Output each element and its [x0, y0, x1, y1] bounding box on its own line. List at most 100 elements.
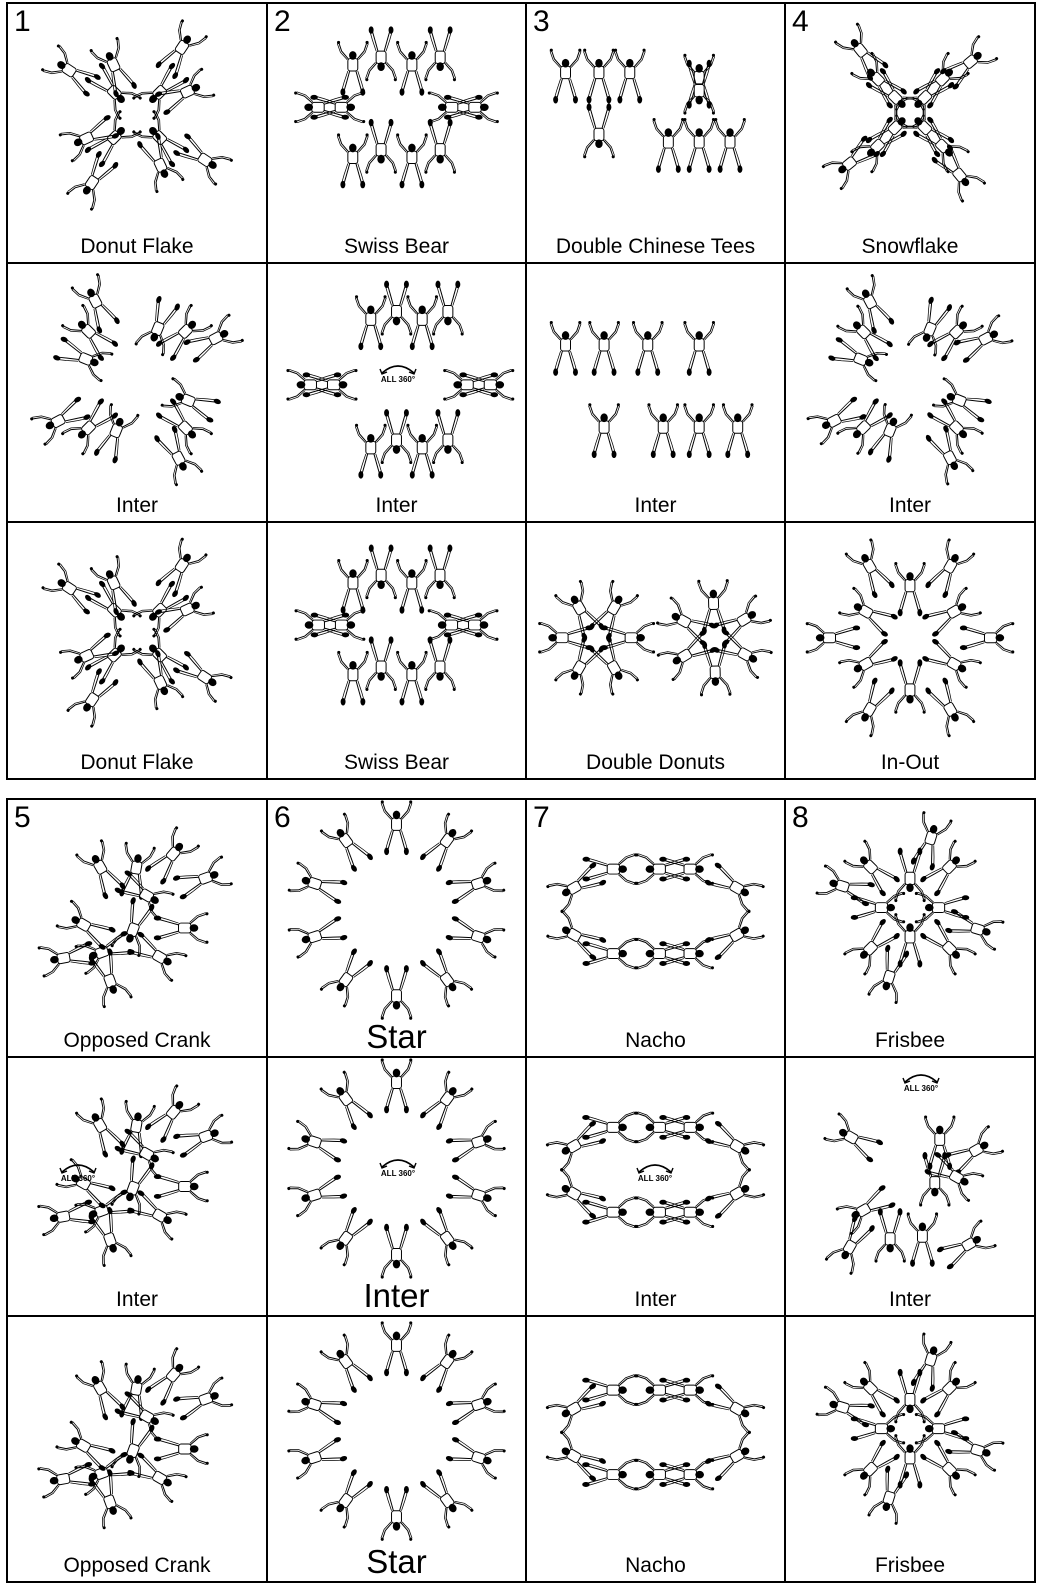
skydiver-icon: [319, 1333, 377, 1396]
rotation-marker: ALL 360°: [901, 1068, 941, 1094]
skydiver-icon: [934, 1219, 997, 1273]
skydiver-icon: [614, 49, 646, 104]
skydiver-icon: [432, 281, 464, 336]
skydiver-icon: [546, 859, 609, 914]
skydiver-icon: [74, 927, 136, 975]
skydiver-icon: [924, 1116, 955, 1170]
formation-caption: In-Out: [786, 750, 1034, 776]
skydiver-icon: [647, 403, 679, 458]
skydiver-icon: [381, 1058, 413, 1113]
rotation-label: ALL 360°: [58, 1174, 98, 1184]
skydiver-icon: [110, 895, 158, 957]
skydiver-icon: [66, 148, 123, 211]
skydiver-icon: [355, 424, 387, 479]
formation-cell: Inter: [527, 264, 786, 523]
skydiver-icon: [702, 1430, 765, 1485]
skydiver-icon: [921, 538, 975, 601]
formation-diagram: [268, 264, 525, 521]
skydiver-icon: [894, 562, 925, 616]
curved-arrow-icon: [378, 1153, 418, 1169]
skydiver-icon: [843, 915, 904, 976]
skydiver-icon: [588, 403, 620, 458]
formation-number: 7: [533, 800, 550, 836]
formation-caption: Opposed Crank: [8, 1553, 266, 1579]
skydiver-icon: [134, 294, 184, 357]
skydiver-icon: [355, 295, 387, 350]
formation-diagram: [527, 800, 784, 1056]
skydiver-icon: [937, 35, 999, 94]
skydiver-icon: [683, 403, 715, 458]
skydiver-icon: [806, 622, 860, 653]
formation-caption: Inter: [527, 1287, 784, 1313]
curved-arrow-icon: [58, 1158, 98, 1174]
skydiver-icon: [702, 1380, 765, 1435]
formation-grid-top: 1Donut Flake: [6, 2, 1036, 780]
skydiver-icon: [319, 1204, 377, 1267]
formation-cell: 2Swiss Bear: [268, 4, 527, 264]
formation-diagram: [268, 523, 525, 778]
formation-number: 2: [274, 4, 291, 40]
skydiver-icon: [843, 1436, 904, 1497]
skydiver-icon: [917, 1360, 978, 1421]
formation-cell: 5Opposed Crank: [8, 800, 268, 1058]
formation-caption: Star: [268, 1543, 525, 1581]
formation-number: 5: [14, 800, 31, 836]
skydiver-icon: [683, 321, 715, 376]
formation-diagram: [8, 1058, 266, 1315]
skydiver-icon: [141, 1084, 200, 1146]
skydiver-icon: [546, 909, 609, 964]
skydiver-icon: [894, 913, 925, 967]
skydiver-icon: [337, 651, 368, 706]
formation-caption: Inter: [527, 493, 784, 519]
skydiver-icon: [381, 409, 413, 464]
skydiver-icon: [833, 22, 892, 84]
formation-diagram: [8, 800, 266, 1056]
formation-diagram: [8, 523, 266, 778]
skydiver-icon: [894, 1434, 925, 1488]
skydiver-icon: [181, 313, 244, 367]
skydiver-icon: [319, 812, 377, 875]
skydiver-icon: [444, 912, 506, 959]
skydiver-icon: [894, 848, 925, 902]
skydiver-icon: [545, 1117, 608, 1172]
formation-caption: Snowflake: [786, 234, 1034, 260]
formation-diagram: [8, 264, 266, 521]
skydiver-icon: [824, 1213, 878, 1276]
skydiver-icon: [722, 403, 754, 458]
formation-caption: Frisbee: [786, 1553, 1034, 1579]
formation-caption: Opposed Crank: [8, 1028, 266, 1054]
formation-cell: ALL 360° Inter: [8, 1058, 268, 1317]
formation-diagram: [786, 800, 1034, 1056]
skydiver-icon: [51, 333, 114, 383]
formation-cell: In-Out: [786, 523, 1034, 778]
skydiver-icon: [702, 859, 765, 914]
skydiver-icon: [74, 1185, 136, 1233]
skydiver-icon: [545, 1168, 608, 1223]
formation-diagram: [527, 4, 784, 262]
skydiver-icon: [835, 1181, 898, 1235]
skydiver-icon: [141, 1347, 200, 1409]
skydiver-icon: [141, 826, 200, 888]
curved-arrow-icon: [378, 359, 418, 375]
formation-number: 1: [14, 4, 31, 40]
formation-cell: Donut Flake: [8, 523, 268, 778]
formation-cell: Nacho: [527, 1317, 786, 1581]
formation-caption: Inter: [8, 1287, 266, 1313]
skydiver-icon: [84, 1467, 132, 1529]
skydiver-icon: [545, 1430, 608, 1485]
skydiver-icon: [806, 393, 869, 446]
formation-diagram: [527, 1317, 784, 1581]
skydiver-icon: [150, 423, 204, 486]
skydiver-icon: [702, 1168, 765, 1223]
skydiver-icon: [30, 393, 93, 447]
skydiver-icon: [70, 273, 124, 336]
formation-caption: Swiss Bear: [268, 750, 525, 776]
skydiver-icon: [171, 1376, 233, 1424]
rotation-marker: ALL 360°: [58, 1158, 98, 1184]
formation-caption: Nacho: [527, 1028, 784, 1054]
skydiver-icon: [844, 538, 898, 601]
formation-cell: ALL 360°Inter: [268, 264, 527, 523]
skydiver-icon: [424, 119, 456, 174]
skydiver-icon: [714, 118, 746, 173]
